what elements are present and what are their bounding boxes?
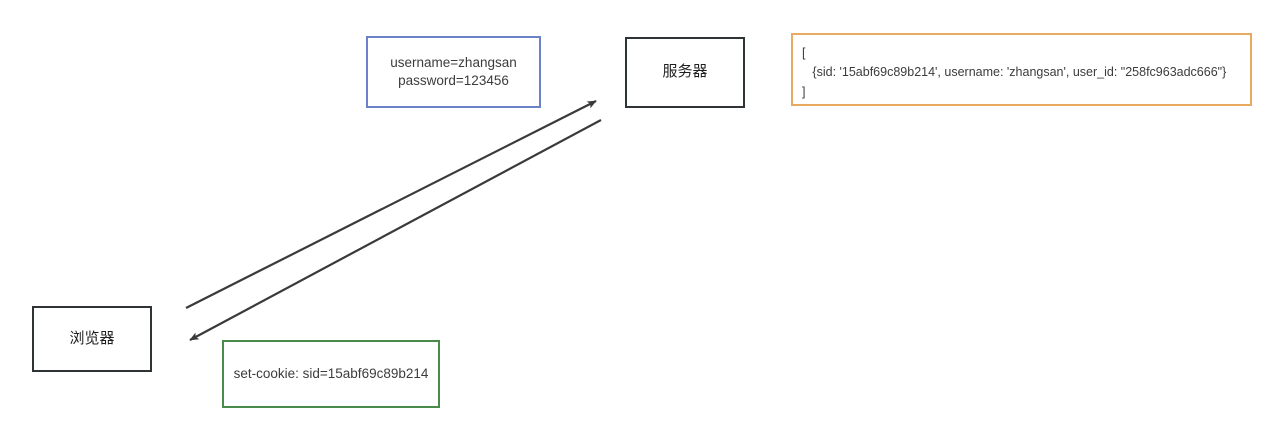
credentials-password-line: password=123456 (398, 73, 509, 88)
browser-node-label: 浏览器 (69, 329, 115, 347)
session-store-open-bracket: [ (802, 46, 806, 60)
set-cookie-note: set-cookie: sid=15abf69c89b214 (222, 340, 440, 408)
credentials-note: username=zhangsan password=123456 (366, 36, 541, 108)
session-store-record: {sid: '15abf69c89b214', username: 'zhang… (802, 65, 1227, 80)
credentials-username-line: username=zhangsan (390, 54, 517, 70)
session-store-note: [ {sid: '15abf69c89b214', username: 'zha… (791, 33, 1252, 106)
set-cookie-label: set-cookie: sid=15abf69c89b214 (233, 365, 429, 381)
browser-node: 浏览器 (32, 306, 152, 372)
server-node: 服务器 (625, 37, 745, 108)
session-store-close-bracket: ] (802, 84, 806, 99)
server-node-label: 服务器 (662, 63, 708, 81)
arrow-request-line (185, 100, 597, 309)
arrow-response-line (189, 119, 602, 341)
